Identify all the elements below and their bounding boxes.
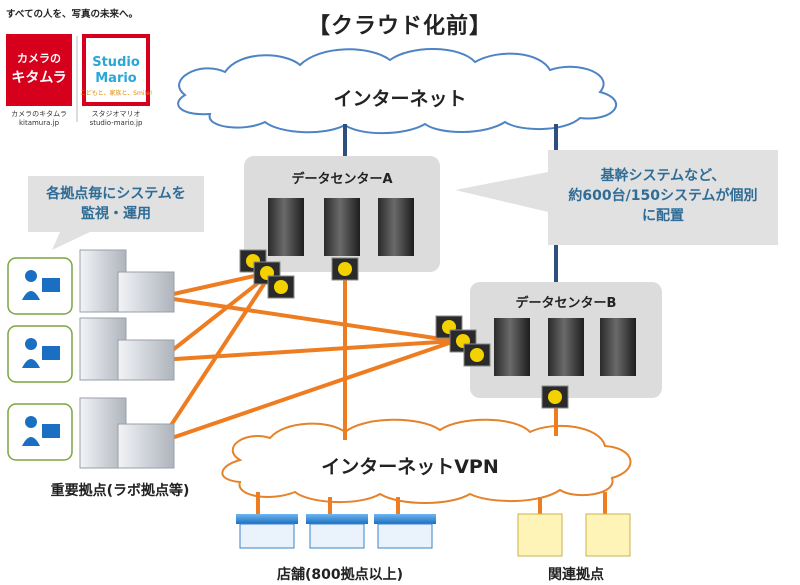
svg-text:Studio: Studio (92, 55, 140, 70)
callout-right-text: 基幹システムなど、 約600台/150システムが個別 に配置 (548, 166, 778, 226)
site-1 (7, 249, 175, 315)
callout-left-text: 各拠点毎にシステムを 監視・運用 (28, 184, 204, 224)
mario-caption-url: studio-mario.jp (89, 119, 143, 127)
internet-cloud (177, 48, 617, 135)
studio-mario-logo: Studio Mario こどもと、家族と、Smile! (80, 34, 153, 106)
related-caption: 関連拠点 (548, 567, 604, 583)
orange-links (158, 270, 607, 514)
page-title: 【クラウド化前】 (307, 14, 492, 39)
mario-caption: スタジオマリオ studio-mario.jp (82, 110, 150, 128)
callout-right-line1: 基幹システムなど、 (600, 168, 726, 184)
callout-right-shape (455, 150, 778, 245)
callout-left-shape (28, 176, 204, 250)
store-3 (374, 514, 436, 549)
switch-a-single (331, 257, 359, 281)
datacenter-a-servers (268, 198, 414, 256)
callout-left-line2: 監視・運用 (81, 206, 151, 222)
switch-stack-a (239, 249, 295, 299)
mario-caption-name: スタジオマリオ (91, 110, 141, 118)
svg-text:こどもと、家族と、Smile!: こどもと、家族と、Smile! (80, 89, 153, 97)
kitamura-caption-url: kitamura.jp (18, 119, 60, 127)
brand-tagline: すべての人を、写真の未来へ。 (6, 9, 138, 20)
callout-left-line1: 各拠点毎にシステムを (46, 186, 186, 202)
kitamura-logo-text-1: カメラの (17, 52, 61, 65)
vpn-cloud-label: インターネットVPN (321, 456, 499, 478)
site-3 (7, 397, 175, 469)
store-2 (306, 514, 368, 549)
kitamura-logo-text-2: キタムラ (11, 70, 66, 86)
kitamura-caption: カメラのキタムラ kitamura.jp (6, 110, 72, 128)
related-site-1 (517, 513, 563, 557)
callout-right-line2: 約600台/150システムが個別 (568, 188, 758, 204)
store-1 (236, 514, 298, 549)
datacenter-b-label: データセンターB (515, 296, 617, 311)
switch-b-single (541, 385, 569, 409)
kitamura-caption-name: カメラのキタムラ (11, 110, 67, 118)
svg-text:Mario: Mario (95, 71, 137, 86)
site-2 (7, 317, 175, 383)
sites-caption: 重要拠点(ラボ拠点等) (50, 483, 190, 499)
stores-caption: 店舗(800拠点以上) (276, 567, 404, 583)
datacenter-b-servers (494, 318, 636, 376)
related-site-2 (585, 513, 631, 557)
internet-cloud-label: インターネット (333, 88, 467, 110)
callout-right-line3: に配置 (642, 208, 684, 224)
kitamura-logo: カメラの キタムラ (6, 34, 72, 106)
switch-stack-b (435, 315, 491, 367)
datacenter-a-label: データセンターA (291, 172, 393, 187)
